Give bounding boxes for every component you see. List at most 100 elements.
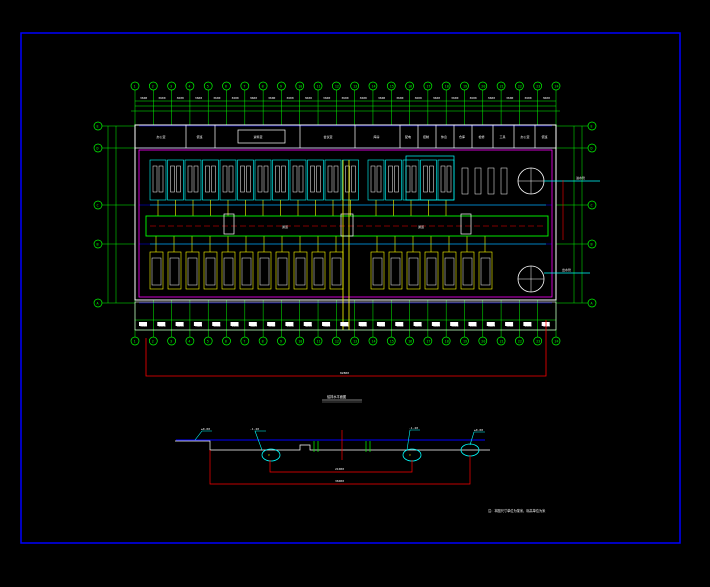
room-label: 工具 [500, 134, 506, 139]
sludge-tank [424, 251, 439, 290]
axis-bubble-label: 8 [262, 85, 264, 89]
section-dim-inner [269, 460, 413, 473]
axis-bubble-label: A [591, 302, 593, 306]
dim-value: 3600 [488, 96, 495, 100]
axis-bubble-label: 13 [353, 340, 357, 344]
tank-inner [333, 165, 339, 193]
filter-tank [420, 159, 437, 201]
sludge-tank [370, 251, 385, 290]
tank-inner [405, 165, 411, 193]
axis-bubble-label: 14 [371, 85, 375, 89]
sludge-tank [257, 251, 272, 290]
tank-inner [408, 257, 419, 286]
axis-bubble-label: 16 [408, 340, 412, 344]
axis-bubble-label: D [97, 147, 99, 151]
tank-inner [411, 165, 417, 193]
outlet-note: 出水管 [562, 267, 571, 272]
tank-inner [187, 165, 193, 193]
window-mark [139, 322, 147, 326]
filter-tank [254, 159, 272, 201]
axis-bubble-label: 23 [536, 85, 540, 89]
dim-value: 3600 [286, 96, 293, 100]
filter-tank [437, 159, 455, 201]
axis-bubble-label: 16 [408, 85, 412, 89]
dim-value: 3600 [158, 96, 165, 100]
axis-bubble-label: 10 [298, 340, 302, 344]
tank-inner [327, 165, 333, 193]
elev-leader [406, 429, 420, 451]
tank-inner [263, 165, 269, 193]
room-label: 会议室 [324, 134, 333, 139]
room-label: 办公室 [157, 134, 166, 139]
room-label: 资料室 [254, 134, 263, 139]
tank-inner [487, 167, 495, 195]
tank-inner [370, 165, 376, 193]
dim-value: 3600 [177, 96, 184, 100]
axis-bubble-label: 3 [170, 340, 172, 344]
axis-bubble-label: 22 [518, 340, 522, 344]
axis-bubble-label: 6 [225, 340, 227, 344]
dim-value: 3600 [433, 96, 440, 100]
tank-inner [257, 165, 263, 193]
section-profile: ▽ ▽ ±0.00 -1.20 -1.20 ±0.00 21000 36000 [175, 426, 490, 485]
tank-inner [446, 165, 452, 193]
filter-tank [237, 159, 254, 201]
axis-bubble-label: 5 [207, 340, 209, 344]
axis-bubble-label: 11 [317, 85, 321, 89]
tank-inner [259, 257, 270, 286]
axis-bubble-label: 22 [518, 85, 522, 89]
dim-value: 3600 [469, 96, 476, 100]
tank-inner [429, 165, 434, 193]
sludge-tank [442, 251, 457, 290]
tank-inner [461, 167, 469, 195]
room-label: 值班 [197, 134, 203, 139]
axis-bubble-label: C [97, 204, 99, 208]
axis-bubble-label: D [591, 147, 593, 151]
sludge-tank [149, 251, 164, 290]
section-dim-outer-value: 36000 [335, 479, 344, 483]
filter-tank [219, 159, 237, 201]
window-mark [175, 322, 184, 326]
tank-inner [187, 257, 198, 286]
window-mark [212, 322, 221, 326]
tank-inner [316, 165, 321, 193]
tank-inner [275, 165, 280, 193]
tank-inner [246, 165, 251, 193]
elev-label: ±0.00 [474, 428, 483, 432]
room-label: 值班 [542, 134, 548, 139]
tank-inner [223, 257, 234, 286]
pit-mid [402, 448, 422, 462]
overall-dimension-value: 82800 [340, 371, 349, 375]
window-mark [376, 322, 385, 326]
axis-bubble-label: 2 [152, 85, 154, 89]
window-mark [322, 322, 331, 326]
dim-value: 3600 [415, 96, 422, 100]
upper-tank-row [149, 155, 508, 216]
dim-value: 3600 [360, 96, 367, 100]
elev-leader [194, 430, 212, 441]
axis-bubble-label: 13 [353, 85, 357, 89]
axis-bubble-label: 15 [390, 340, 394, 344]
corridor-box-mid [340, 213, 354, 237]
tank-inner [211, 165, 216, 193]
pit-mark-mid: ▽ [409, 453, 411, 457]
tank-inner [228, 165, 234, 193]
sludge-tank [275, 251, 290, 290]
dim-value: 3600 [268, 96, 275, 100]
axis-bubble-label: E [97, 125, 99, 129]
filter-tank [272, 159, 289, 201]
tank-inner [169, 257, 180, 286]
window-mark [486, 322, 495, 326]
sludge-tank [406, 251, 421, 290]
tank-inner [480, 257, 491, 286]
dim-value: 3600 [305, 96, 312, 100]
room-label: 库房 [374, 134, 380, 139]
axis-bubble-label: 12 [335, 85, 339, 89]
dim-value: 3600 [140, 96, 147, 100]
tank-inner [310, 165, 315, 193]
tank-inner [205, 165, 210, 193]
axis-bubble-label: 4 [188, 340, 190, 344]
dim-value: 3600 [396, 96, 403, 100]
sludge-tank [293, 251, 308, 290]
